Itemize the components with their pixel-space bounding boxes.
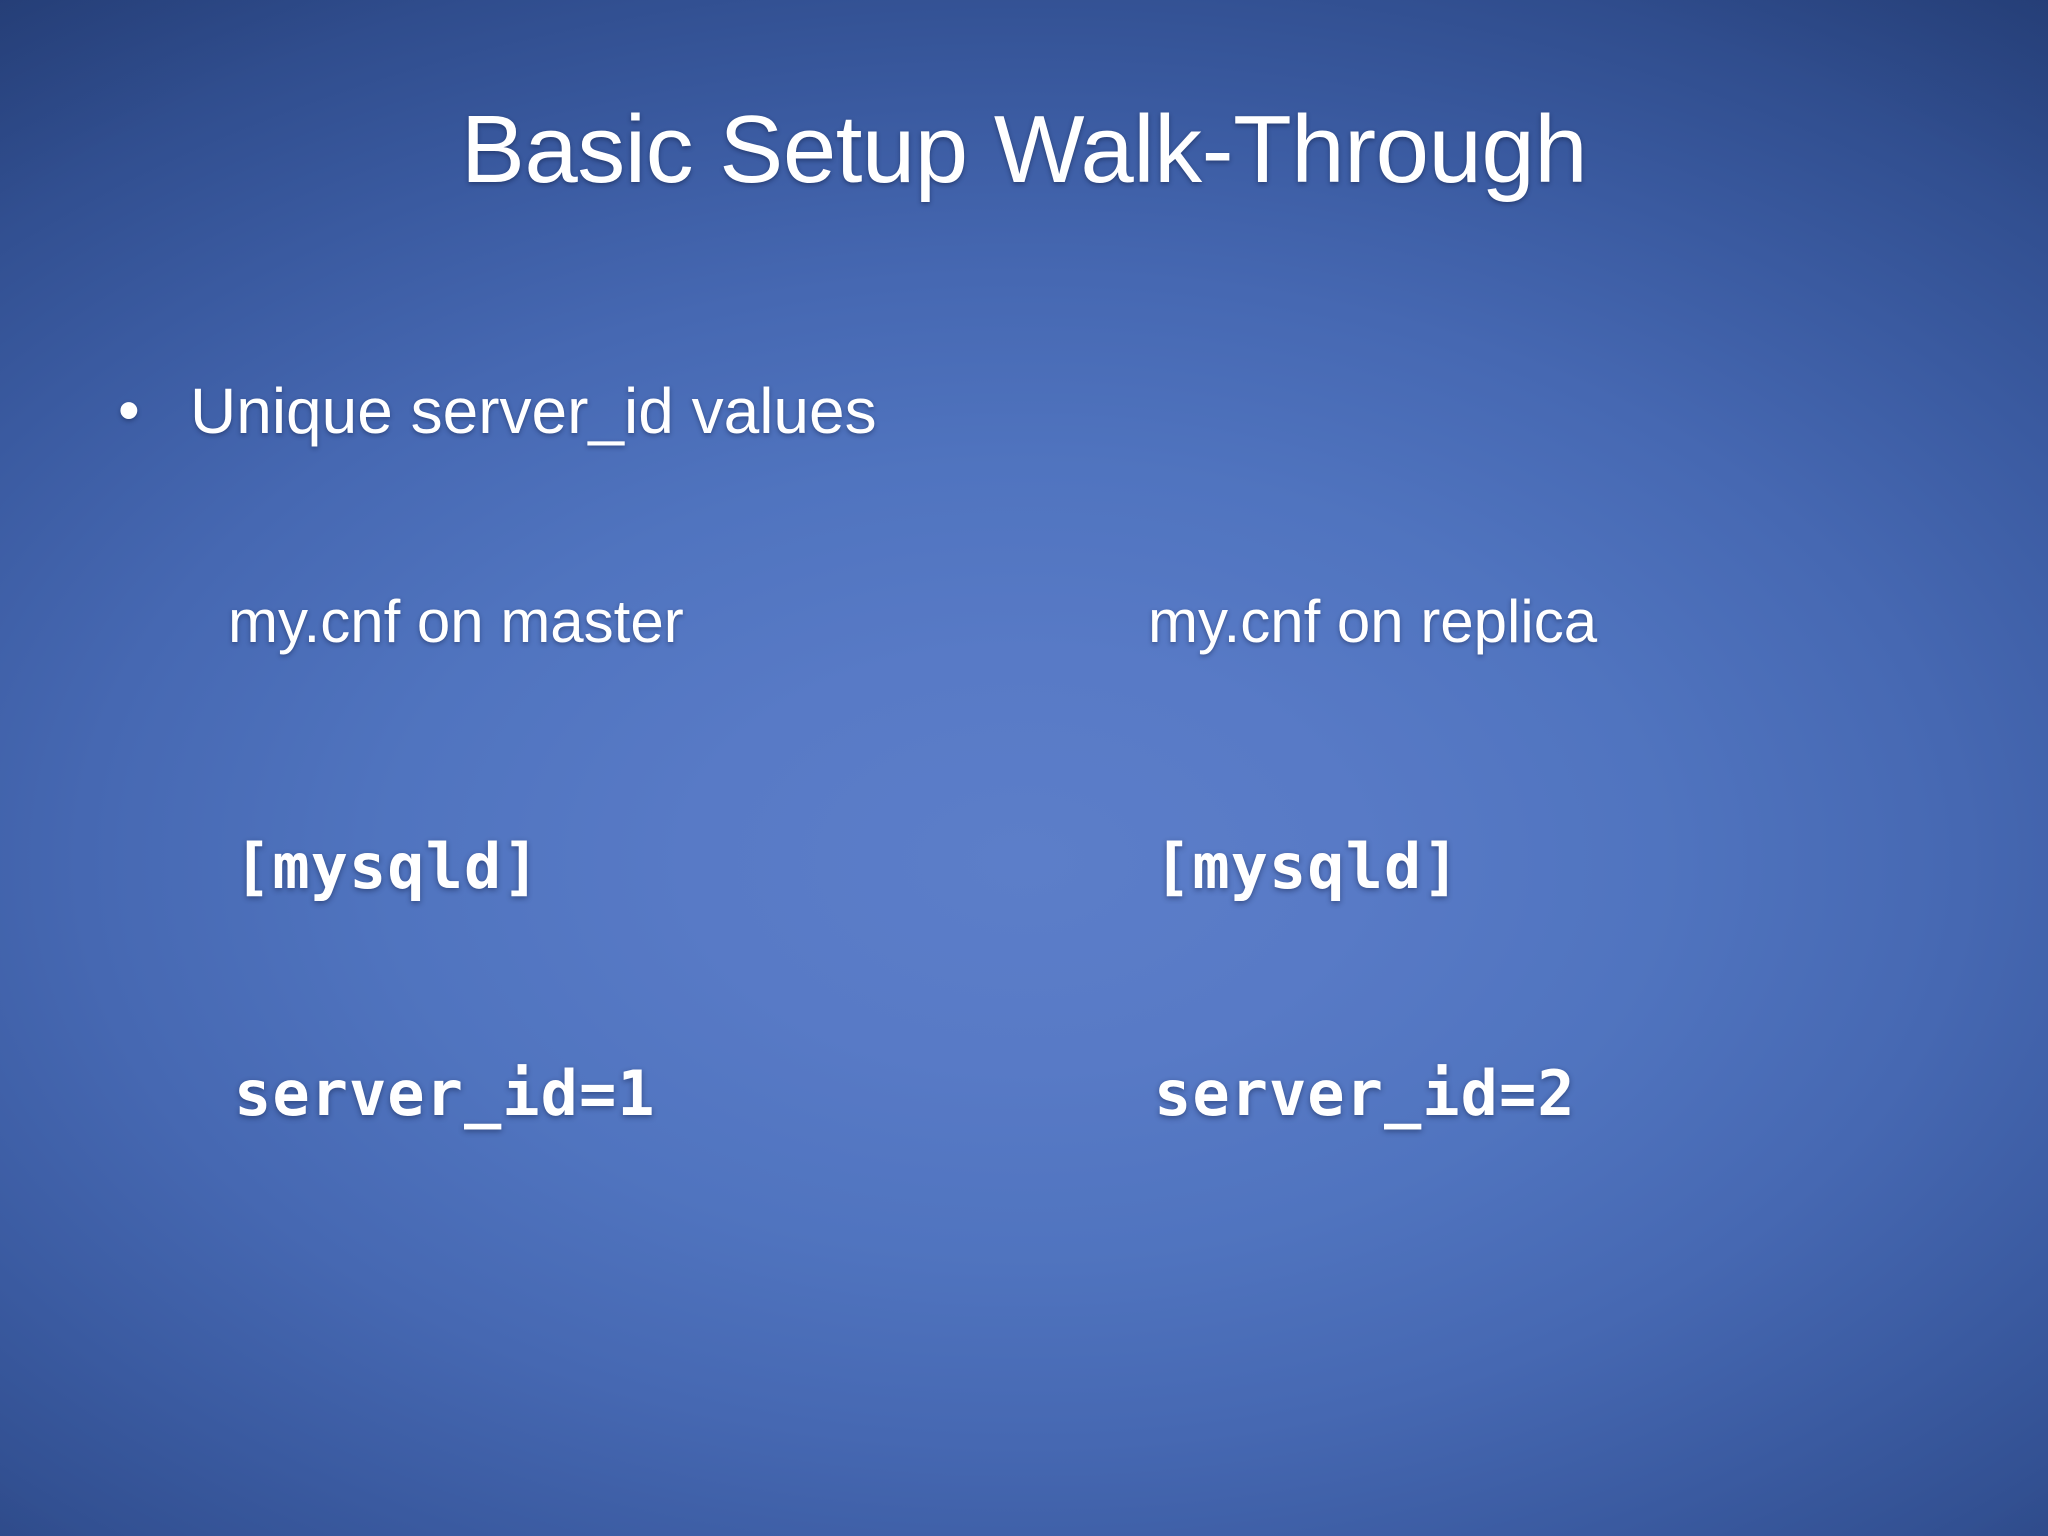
config-column-replica-heading: my.cnf on replica [1148, 588, 1598, 655]
code-line: [mysqld] [234, 830, 541, 904]
bullet-list-item: • Unique server_id values [118, 375, 877, 447]
config-column-master-heading: my.cnf on master [228, 588, 684, 655]
code-line: [mysqld] [1154, 830, 1461, 904]
code-line: server_id=2 [1154, 1057, 1576, 1131]
config-columns: my.cnf on master [mysqld] server_id=1 my… [0, 592, 2048, 1131]
bullet-item-label: Unique server_id values [190, 375, 877, 447]
config-column-replica-code: [mysqld] server_id=2 [1148, 678, 1597, 1283]
slide-title: Basic Setup Walk-Through [460, 96, 1588, 203]
config-column-master: my.cnf on master [mysqld] server_id=1 [228, 592, 684, 1283]
bullet-point-icon: • [118, 376, 140, 445]
config-column-master-code: [mysqld] server_id=1 [228, 678, 684, 1283]
code-line: server_id=1 [234, 1057, 656, 1131]
config-column-replica: my.cnf on replica [mysqld] server_id=2 [1148, 592, 1597, 1283]
